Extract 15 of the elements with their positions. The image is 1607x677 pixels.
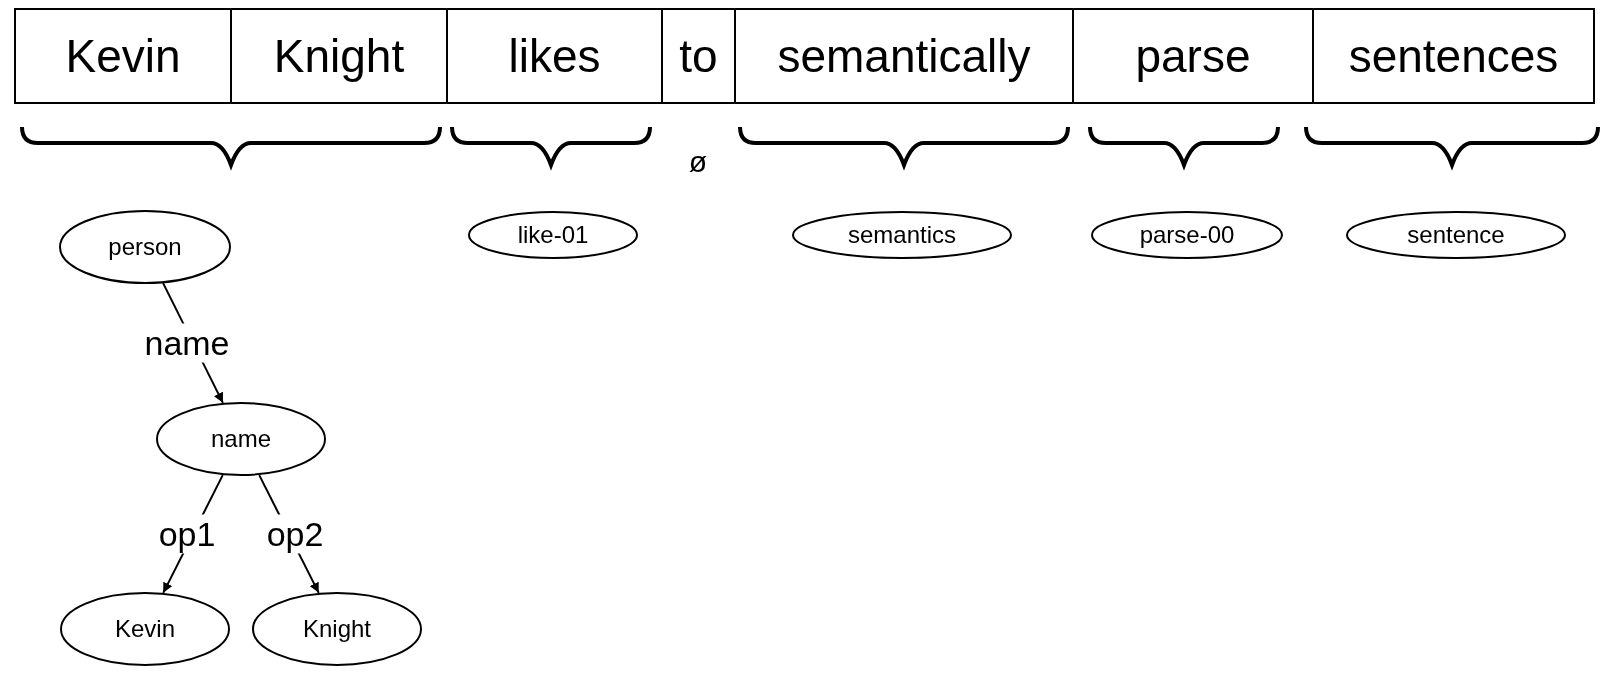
concept-ellipse: parse-00: [1091, 211, 1283, 259]
word-box: Knight: [230, 8, 448, 104]
word-box: to: [661, 8, 736, 104]
word-box: sentences: [1312, 8, 1595, 104]
concept-ellipse: like-01: [468, 211, 638, 259]
concept-ellipse: semantics: [792, 211, 1012, 259]
concept-ellipse: sentence: [1346, 211, 1566, 259]
concept-ellipse: person: [59, 210, 231, 284]
word-box: parse: [1072, 8, 1314, 104]
concept-ellipse: name: [156, 402, 326, 476]
word-box: semantically: [734, 8, 1074, 104]
word-box: Kevin: [14, 8, 232, 104]
concept-ellipse: Knight: [252, 592, 422, 666]
concept-ellipse: Kevin: [60, 592, 230, 666]
word-box: likes: [446, 8, 663, 104]
